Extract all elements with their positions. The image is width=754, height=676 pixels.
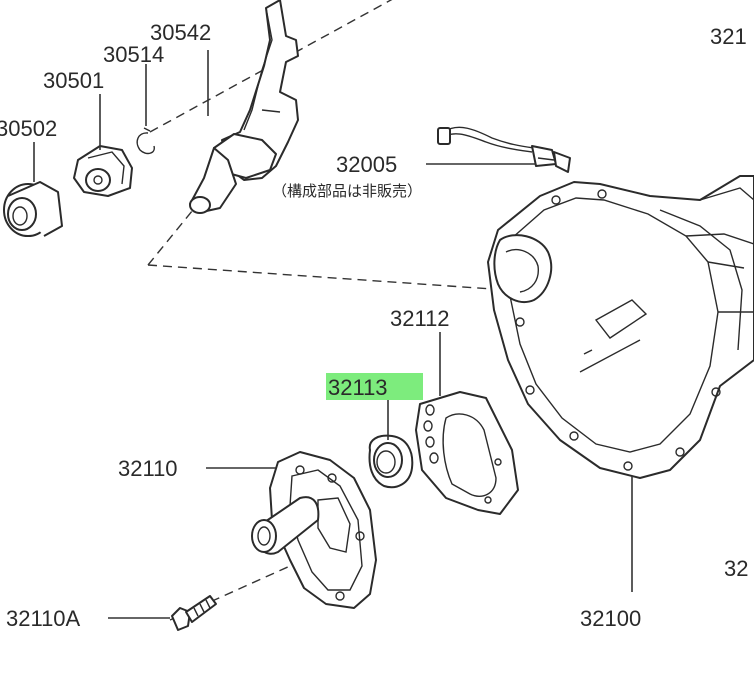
label-30502: 30502 — [0, 116, 57, 141]
label-32-partial: 32 — [724, 556, 748, 581]
label-32113: 32113 — [328, 375, 388, 400]
label-30501: 30501 — [43, 68, 104, 93]
label-32100: 32100 — [580, 606, 641, 631]
label-30514: 30514 — [103, 42, 164, 67]
part-30502-release-bearing — [3, 181, 63, 237]
label-32005: 32005 — [336, 152, 397, 177]
highlight-32113 — [326, 373, 423, 400]
part-32110-front-cover — [251, 451, 377, 609]
label-32005-note: （構成部品は非販売） — [272, 182, 422, 200]
label-32110: 32110 — [118, 456, 178, 481]
label-32110A: 32110A — [6, 606, 81, 631]
part-30514-clip — [136, 127, 155, 155]
dashed-line-bottom — [147, 264, 651, 301]
part-32112-gasket — [415, 391, 519, 515]
part-30542-withdrawal-lever — [189, 0, 299, 214]
part-32110A-bolt — [171, 595, 217, 631]
part-30501-sleeve — [73, 145, 133, 197]
part-32100-transmission-case — [487, 175, 754, 479]
label-32112: 32112 — [390, 306, 450, 331]
part-32113-oil-seal — [368, 434, 414, 489]
label-321-partial: 321 — [710, 24, 747, 49]
label-30542: 30542 — [150, 20, 211, 45]
part-32005-switch — [437, 126, 571, 173]
